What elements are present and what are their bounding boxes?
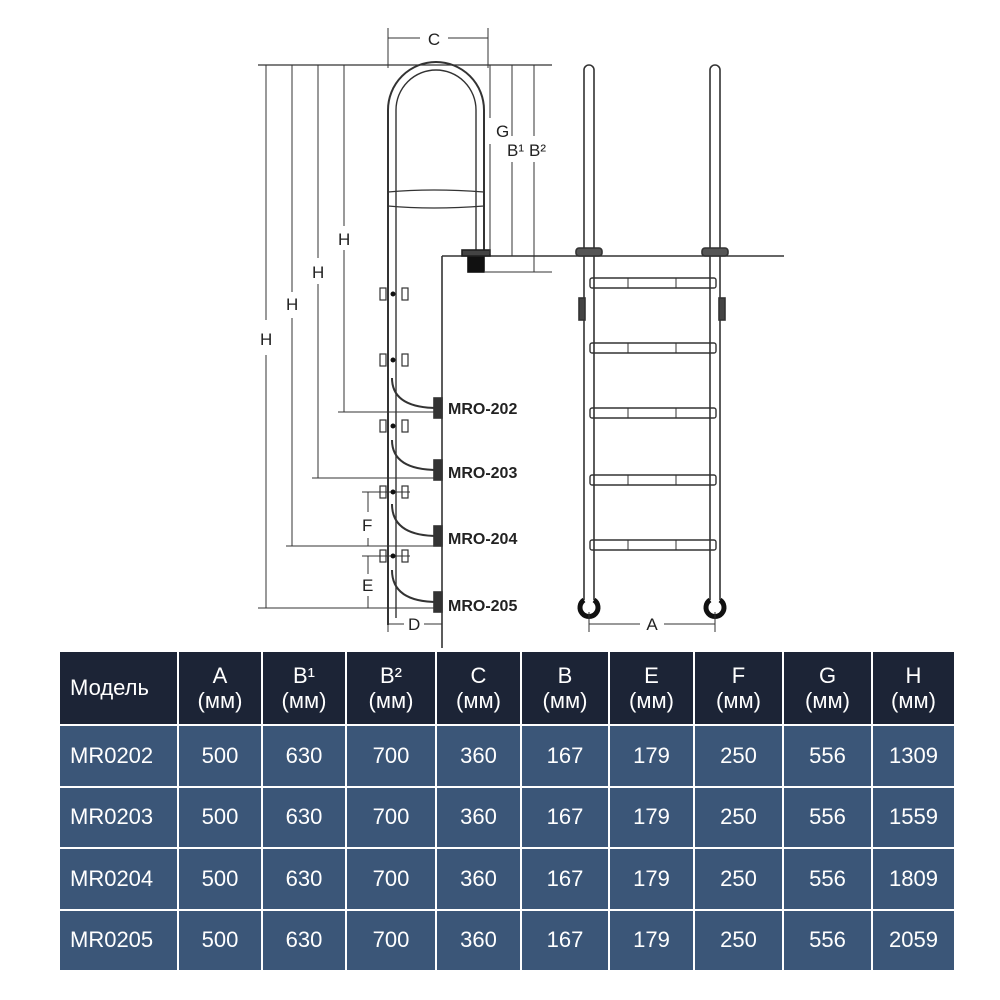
header-b1: B¹(мм) [261, 650, 347, 726]
table-cell: 1559 [871, 785, 956, 849]
model-label-202: MRO-202 [448, 401, 517, 418]
table-cell: 360 [435, 908, 522, 972]
header-h: H(мм) [871, 650, 956, 726]
table-cell: 500 [177, 908, 263, 972]
table-cell: 179 [608, 847, 695, 911]
front-view [575, 64, 729, 632]
header-model: Модель [58, 650, 179, 726]
table-cell: 500 [177, 785, 263, 849]
table-cell: 360 [435, 785, 522, 849]
table-cell: 700 [345, 785, 437, 849]
header-b2: B²(мм) [345, 650, 437, 726]
table-cell: MR0205 [58, 908, 179, 972]
table-cell: 179 [608, 724, 695, 788]
header-b: B(мм) [520, 650, 610, 726]
dim-label-h-204: H [286, 295, 298, 314]
dim-label-e: E [362, 576, 373, 595]
table-cell: MR0204 [58, 847, 179, 911]
dim-label-h-203: H [312, 263, 324, 282]
table-cell: 556 [782, 724, 873, 788]
model-label-205: MRO-205 [448, 598, 517, 615]
table-cell: 179 [608, 908, 695, 972]
table-cell: 556 [782, 785, 873, 849]
table-cell: 630 [261, 847, 347, 911]
table-cell: MR0202 [58, 724, 179, 788]
table-cell: 2059 [871, 908, 956, 972]
table-cell: 556 [782, 847, 873, 911]
header-a: A(мм) [177, 650, 263, 726]
table-cell: 1309 [871, 724, 956, 788]
table-cell: 630 [261, 908, 347, 972]
dim-label-f: F [362, 516, 372, 535]
table-row: MR0203 500 630 700 360 167 179 250 556 1… [58, 785, 956, 849]
table-cell: 1809 [871, 847, 956, 911]
table-cell: 360 [435, 724, 522, 788]
table-cell: 556 [782, 908, 873, 972]
table-row: MR0205 500 630 700 360 167 179 250 556 2… [58, 908, 956, 972]
table-cell: 700 [345, 724, 437, 788]
header-g: G(мм) [782, 650, 873, 726]
dim-label-d: D [408, 615, 420, 634]
table-cell: 179 [608, 785, 695, 849]
table-cell: 250 [693, 785, 784, 849]
table-cell: 360 [435, 847, 522, 911]
table-row: MR0204 500 630 700 360 167 179 250 556 1… [58, 847, 956, 911]
table-cell: 167 [520, 847, 610, 911]
table-row: MR0202 500 630 700 360 167 179 250 556 1… [58, 724, 956, 788]
table-cell: 500 [177, 724, 263, 788]
dim-label-a: A [646, 615, 658, 634]
model-label-203: MRO-203 [448, 465, 517, 482]
header-e: E(мм) [608, 650, 695, 726]
table-cell: 630 [261, 785, 347, 849]
table-cell: 250 [693, 724, 784, 788]
table-cell: MR0203 [58, 785, 179, 849]
table-cell: 167 [520, 724, 610, 788]
table-cell: 630 [261, 724, 347, 788]
dim-label-b1: B¹ [507, 141, 524, 160]
dim-label-c: C [428, 30, 440, 49]
table-cell: 700 [345, 908, 437, 972]
dim-label-h-205: H [260, 330, 272, 349]
dim-label-b2: B² [529, 141, 546, 160]
table-cell: 250 [693, 908, 784, 972]
dim-label-g: G [496, 122, 509, 141]
table-header-row: Модель A(мм) B¹(мм) B²(мм) C(мм) B(мм) E… [58, 650, 956, 726]
table-cell: 700 [345, 847, 437, 911]
table-cell: 500 [177, 847, 263, 911]
table-cell: 167 [520, 908, 610, 972]
model-label-204: MRO-204 [448, 531, 517, 548]
table-cell: 250 [693, 847, 784, 911]
ladder-diagram: C G B¹ B² H H H H F E D MRO-202 MRO-203 … [258, 28, 784, 648]
header-c: C(мм) [435, 650, 522, 726]
spec-table: Модель A(мм) B¹(мм) B²(мм) C(мм) B(мм) E… [58, 650, 956, 972]
side-view [258, 28, 784, 648]
dim-label-h-202: H [338, 230, 350, 249]
table-cell: 167 [520, 785, 610, 849]
header-f: F(мм) [693, 650, 784, 726]
